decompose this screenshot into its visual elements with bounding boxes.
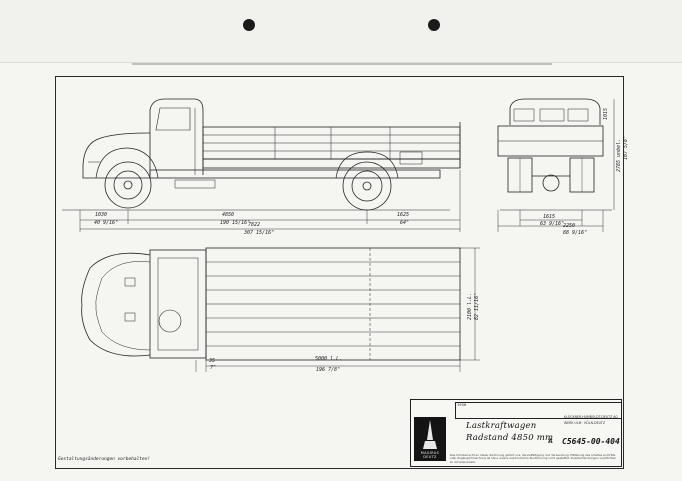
drawing-frame (55, 76, 624, 469)
drawing-title-line-1: Lastkraftwagen (466, 421, 537, 431)
dim-height: 2785 unbel. (616, 138, 622, 172)
dim-overall-length: 7822 (248, 222, 261, 228)
legal-notice: Das Urheberrecht an dieser Zeichnung geh… (450, 453, 617, 464)
footnote: Gestaltungsänderungen vorbehalten! (58, 457, 151, 462)
punch-hole-right (428, 19, 440, 31)
dim-small-2: 7" (210, 365, 217, 371)
dim-wheelbase-in: 190 15/16" (220, 220, 251, 226)
manufacturer-line-1: KLÖCKNER-HUMBOLDT-DEUTZ AG (564, 415, 618, 419)
drawing-title-line-2: Radstand 4850 mm (466, 433, 554, 443)
dim-track-in: 63 9/16" (540, 221, 565, 227)
logo-text: MAGIRUS DEUTZ (414, 451, 446, 459)
dim-overall-width-in: 88 9/16" (563, 230, 588, 236)
truck-rear-view (497, 98, 615, 232)
manufacturer-line-2: WERK ULM · KÖLN-DEUTZ (564, 421, 606, 425)
dim-height-in: 107 5/8" (623, 135, 629, 160)
dim-overall-length-in: 307 15/16" (244, 230, 275, 236)
drawing-number: C5645-00-404 (562, 437, 620, 446)
dim-rear-overhang: 1625 (397, 212, 410, 218)
dim-small-1: 35 (209, 358, 216, 364)
dim-overall-width: 2250 (563, 223, 576, 229)
dim-track: 1615 (543, 214, 556, 220)
drawing-title: Lastkraftwagen Radstand 4850 mm (466, 420, 553, 444)
logo-text-deutz: DEUTZ (423, 455, 437, 459)
dim-platform-length: 5000 l.L. (315, 356, 343, 362)
punch-hole-left (243, 19, 255, 31)
dim-wheelbase: 4850 (222, 212, 235, 218)
truck-side-view (62, 98, 461, 211)
dim-platform-length-in: 196 7/8" (316, 367, 341, 373)
drawing-date: 1956 (457, 403, 467, 407)
dim-platform-width-in: 82 11/16" (474, 292, 480, 320)
logo-text-magirus: MAGIRUS (420, 451, 440, 455)
revision-letter: A (548, 438, 553, 445)
dim-height-cab: 1015 (603, 107, 609, 120)
dim-front-overhang-in: 40 9/16" (94, 220, 119, 226)
dim-front-overhang: 1030 (95, 212, 108, 218)
side-dimension-lines (79, 170, 461, 232)
dim-rear-overhang-in: 64" (400, 220, 410, 226)
title-block-revision-row (455, 402, 622, 419)
truck-top-view (81, 247, 480, 372)
dim-platform-width: 2100 l.L. (467, 292, 473, 320)
